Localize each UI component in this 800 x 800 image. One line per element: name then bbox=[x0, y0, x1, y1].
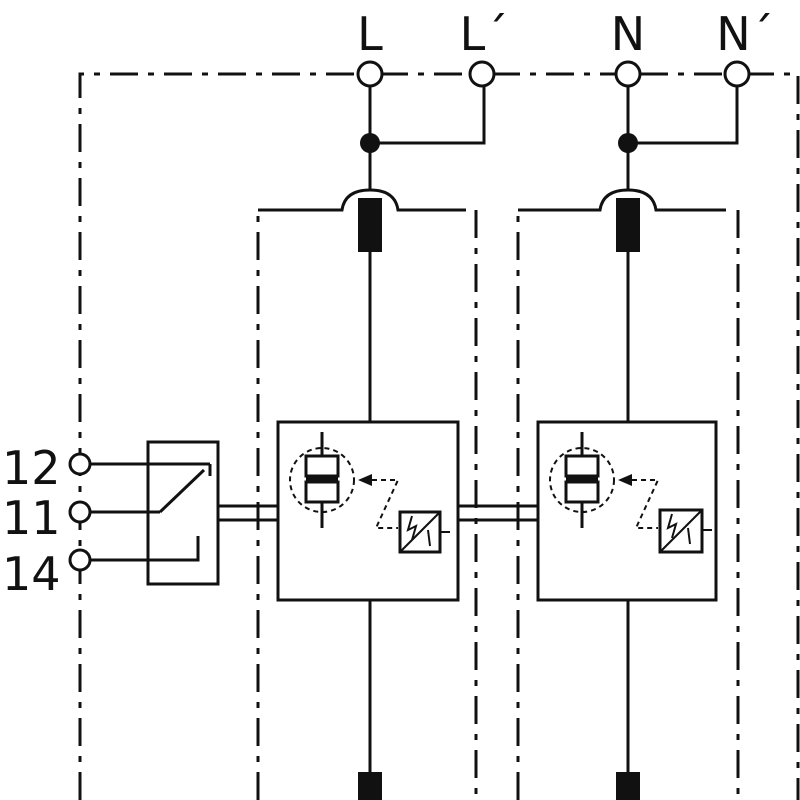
fuse-n-bottom bbox=[616, 772, 640, 800]
phase-n-wiring bbox=[518, 86, 739, 800]
contact-terminal-12 bbox=[68, 452, 92, 476]
contact-label-11: 11 bbox=[2, 491, 61, 545]
contact-terminal-11 bbox=[68, 500, 92, 524]
terminal-label-l-prime: L´ bbox=[460, 7, 509, 61]
mechanical-coupling bbox=[218, 504, 538, 522]
contact-label-14: 14 bbox=[2, 547, 61, 601]
fuse-n-top bbox=[616, 198, 640, 252]
terminal-label-n-prime: N´ bbox=[716, 7, 773, 61]
contact-terminal-14 bbox=[68, 548, 92, 572]
terminal-l-prime bbox=[468, 60, 496, 88]
phase-l-wiring bbox=[258, 86, 486, 800]
terminal-n-prime bbox=[723, 60, 751, 88]
signal-contact-block bbox=[68, 440, 220, 586]
contact-label-12: 12 bbox=[2, 441, 61, 495]
fuse-l-top bbox=[358, 198, 382, 252]
terminal-l bbox=[356, 60, 384, 88]
terminal-n bbox=[614, 60, 642, 88]
protection-module-n bbox=[536, 420, 718, 602]
protection-module-l bbox=[276, 420, 460, 602]
terminal-label-n: N bbox=[611, 7, 645, 61]
terminal-label-l: L bbox=[357, 7, 383, 61]
fuse-l-bottom bbox=[358, 772, 382, 800]
